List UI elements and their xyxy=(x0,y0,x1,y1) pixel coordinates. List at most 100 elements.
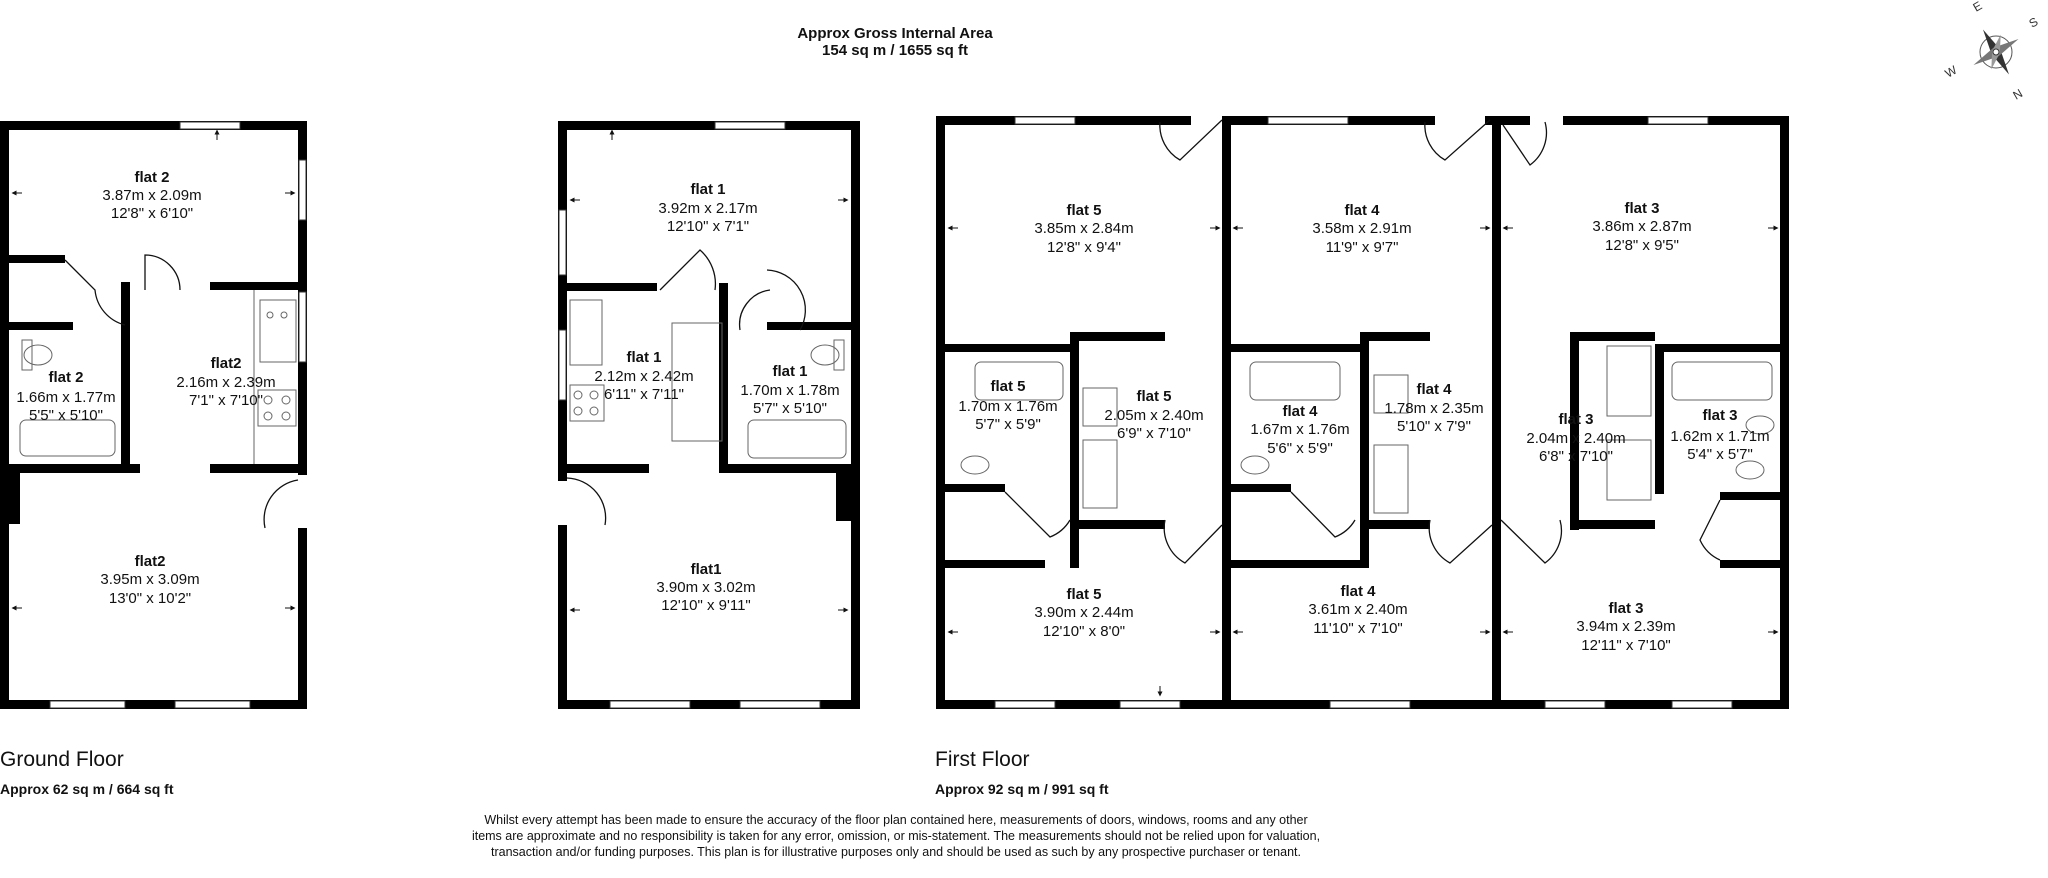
first-room-11: flat 3 1.62m x 1.71m 5'4" x 5'7" xyxy=(1670,407,1769,463)
room-metric: 3.90m x 2.44m xyxy=(1034,604,1133,621)
first-room-10: flat 3 2.04m x 2.40m 6'8" x 7'10" xyxy=(1526,411,1625,465)
room-imperial: 12'11" x 7'10" xyxy=(1581,637,1671,654)
ground-floor-area: Approx 62 sq m / 664 sq ft xyxy=(0,781,174,797)
room-metric: 2.12m x 2.42m xyxy=(594,368,693,385)
room-metric: 1.62m x 1.71m xyxy=(1670,428,1769,445)
room-metric: 2.16m x 2.39m xyxy=(176,374,275,391)
room-metric: 1.67m x 1.76m xyxy=(1250,421,1349,438)
room-name: flat 5 xyxy=(1066,202,1101,219)
room-name: flat1 xyxy=(691,561,722,578)
room-name: flat 1 xyxy=(772,363,807,380)
room-metric: 3.90m x 3.02m xyxy=(656,579,755,596)
ground-flat2-doors xyxy=(64,254,299,529)
room-imperial: 13'0" x 10'2" xyxy=(109,590,191,607)
room-metric: 3.85m x 2.84m xyxy=(1034,220,1133,237)
ground-room-8: flat1 3.90m x 3.02m 12'10" x 9'11" xyxy=(656,561,755,614)
room-name: flat 4 xyxy=(1340,583,1376,600)
first-floor-fixtures xyxy=(960,345,1775,514)
room-imperial: 11'9" x 9'7" xyxy=(1326,239,1399,256)
room-name: flat2 xyxy=(135,553,166,570)
ground-room-5: flat 1 3.92m x 2.17m 12'10" x 7'1" xyxy=(658,181,757,235)
room-imperial: 12'10" x 8'0" xyxy=(1043,623,1125,640)
room-imperial: 5'7" x 5'10" xyxy=(753,400,827,417)
compass-letter-n: N xyxy=(2011,86,2026,102)
room-name: flat 3 xyxy=(1624,200,1659,217)
room-metric: 3.86m x 2.87m xyxy=(1592,218,1691,235)
room-name: flat 2 xyxy=(134,169,169,186)
room-metric: 3.94m x 2.39m xyxy=(1576,618,1675,635)
room-imperial: 7'1" x 7'10" xyxy=(189,392,263,409)
room-imperial: 11'10" x 7'10" xyxy=(1313,620,1403,637)
room-imperial: 12'8" x 9'5" xyxy=(1605,237,1679,254)
room-metric: 3.58m x 2.91m xyxy=(1312,220,1411,237)
room-imperial: 5'5" x 5'10" xyxy=(29,407,103,424)
first-floor-area: Approx 92 sq m / 991 sq ft xyxy=(935,781,1109,797)
first-room-8: flat 4 3.61m x 2.40m 11'10" x 7'10" xyxy=(1308,583,1407,637)
first-room-7: flat 4 1.78m x 2.35m 5'10" x 7'9" xyxy=(1384,381,1483,435)
room-imperial: 12'8" x 9'4" xyxy=(1047,239,1121,256)
room-name: flat 2 xyxy=(48,369,83,386)
first-room-5: flat 4 3.58m x 2.91m 11'9" x 9'7" xyxy=(1312,202,1411,256)
ground-room-6: flat 1 2.12m x 2.42m 6'11" x 7'11" xyxy=(594,349,693,403)
gross-area-value: 154 sq m / 1655 sq ft xyxy=(822,42,968,59)
ground-flat2-windows xyxy=(49,121,307,709)
ground-room-4: flat2 3.95m x 3.09m 13'0" x 10'2" xyxy=(100,553,199,607)
compass-letter-w: W xyxy=(1943,62,1960,80)
room-name: flat 4 xyxy=(1282,403,1318,420)
room-name: flat 3 xyxy=(1702,407,1737,424)
room-imperial: 12'8" x 6'10" xyxy=(111,205,193,222)
first-room-3: flat 5 2.05m x 2.40m 6'9" x 7'10" xyxy=(1104,388,1203,442)
room-name: flat 1 xyxy=(690,181,725,198)
compass-letter-s: S xyxy=(2027,14,2041,30)
room-name: flat 1 xyxy=(626,349,661,366)
room-name: flat 4 xyxy=(1416,381,1452,398)
ground-flat2-kitchen-fixtures xyxy=(253,290,297,464)
first-room-2: flat 5 1.70m x 1.76m 5'7" x 5'9" xyxy=(958,378,1057,433)
disclaimer-text: Whilst every attempt has been made to en… xyxy=(471,813,1321,859)
dimension-markers xyxy=(11,129,1779,697)
room-imperial: 12'10" x 9'11" xyxy=(661,597,751,614)
room-imperial: 5'10" x 7'9" xyxy=(1397,418,1471,435)
ground-room-3: flat2 2.16m x 2.39m 7'1" x 7'10" xyxy=(176,355,275,409)
ground-room-2: flat 2 1.66m x 1.77m 5'5" x 5'10" xyxy=(16,369,115,424)
room-metric: 2.04m x 2.40m xyxy=(1526,430,1625,447)
first-floor-windows xyxy=(994,116,1733,709)
room-metric: 3.87m x 2.09m xyxy=(102,187,201,204)
ground-flat1-walls xyxy=(558,121,860,709)
room-imperial: 5'6" x 5'9" xyxy=(1267,440,1333,457)
first-floor-doors xyxy=(1004,119,1721,564)
ground-room-7: flat 1 1.70m x 1.78m 5'7" x 5'10" xyxy=(740,363,839,417)
first-room-4: flat 5 3.90m x 2.44m 12'10" x 8'0" xyxy=(1034,586,1133,640)
room-metric: 1.78m x 2.35m xyxy=(1384,400,1483,417)
room-metric: 3.92m x 2.17m xyxy=(658,200,757,217)
ground-flat1-windows xyxy=(558,121,821,709)
ground-flat2-bathroom-fixtures xyxy=(19,339,116,457)
room-imperial: 12'10" x 7'1" xyxy=(667,218,749,235)
room-imperial: 6'9" x 7'10" xyxy=(1117,425,1191,442)
room-metric: 3.95m x 3.09m xyxy=(100,571,199,588)
room-name: flat 5 xyxy=(1136,388,1171,405)
room-imperial: 5'4" x 5'7" xyxy=(1687,446,1753,463)
first-floor-title: First Floor xyxy=(935,748,1030,771)
room-name: flat2 xyxy=(211,355,242,372)
ground-flat1-fixtures xyxy=(569,299,847,459)
room-metric: 1.70m x 1.78m xyxy=(740,382,839,399)
ground-room-1: flat 2 3.87m x 2.09m 12'8" x 6'10" xyxy=(102,169,201,222)
room-name: flat 5 xyxy=(1066,586,1101,603)
room-metric: 1.66m x 1.77m xyxy=(16,389,115,406)
room-metric: 2.05m x 2.40m xyxy=(1104,407,1203,424)
gross-area-title: Approx Gross Internal Area xyxy=(797,25,993,42)
room-imperial: 5'7" x 5'9" xyxy=(975,416,1041,433)
room-name: flat 3 xyxy=(1558,411,1593,428)
compass-letter-e: E xyxy=(1971,0,1985,15)
first-room-1: flat 5 3.85m x 2.84m 12'8" x 9'4" xyxy=(1034,202,1133,256)
first-room-12: flat 3 3.94m x 2.39m 12'11" x 7'10" xyxy=(1576,600,1675,654)
room-metric: 1.70m x 1.76m xyxy=(958,398,1057,415)
compass-rose-icon xyxy=(1973,29,2019,75)
ground-flat1-doors xyxy=(566,249,807,526)
first-room-9: flat 3 3.86m x 2.87m 12'8" x 9'5" xyxy=(1592,200,1691,254)
room-imperial: 6'8" x 7'10" xyxy=(1539,448,1613,465)
first-room-6: flat 4 1.67m x 1.76m 5'6" x 5'9" xyxy=(1250,403,1349,457)
room-imperial: 6'11" x 7'11" xyxy=(604,386,684,403)
